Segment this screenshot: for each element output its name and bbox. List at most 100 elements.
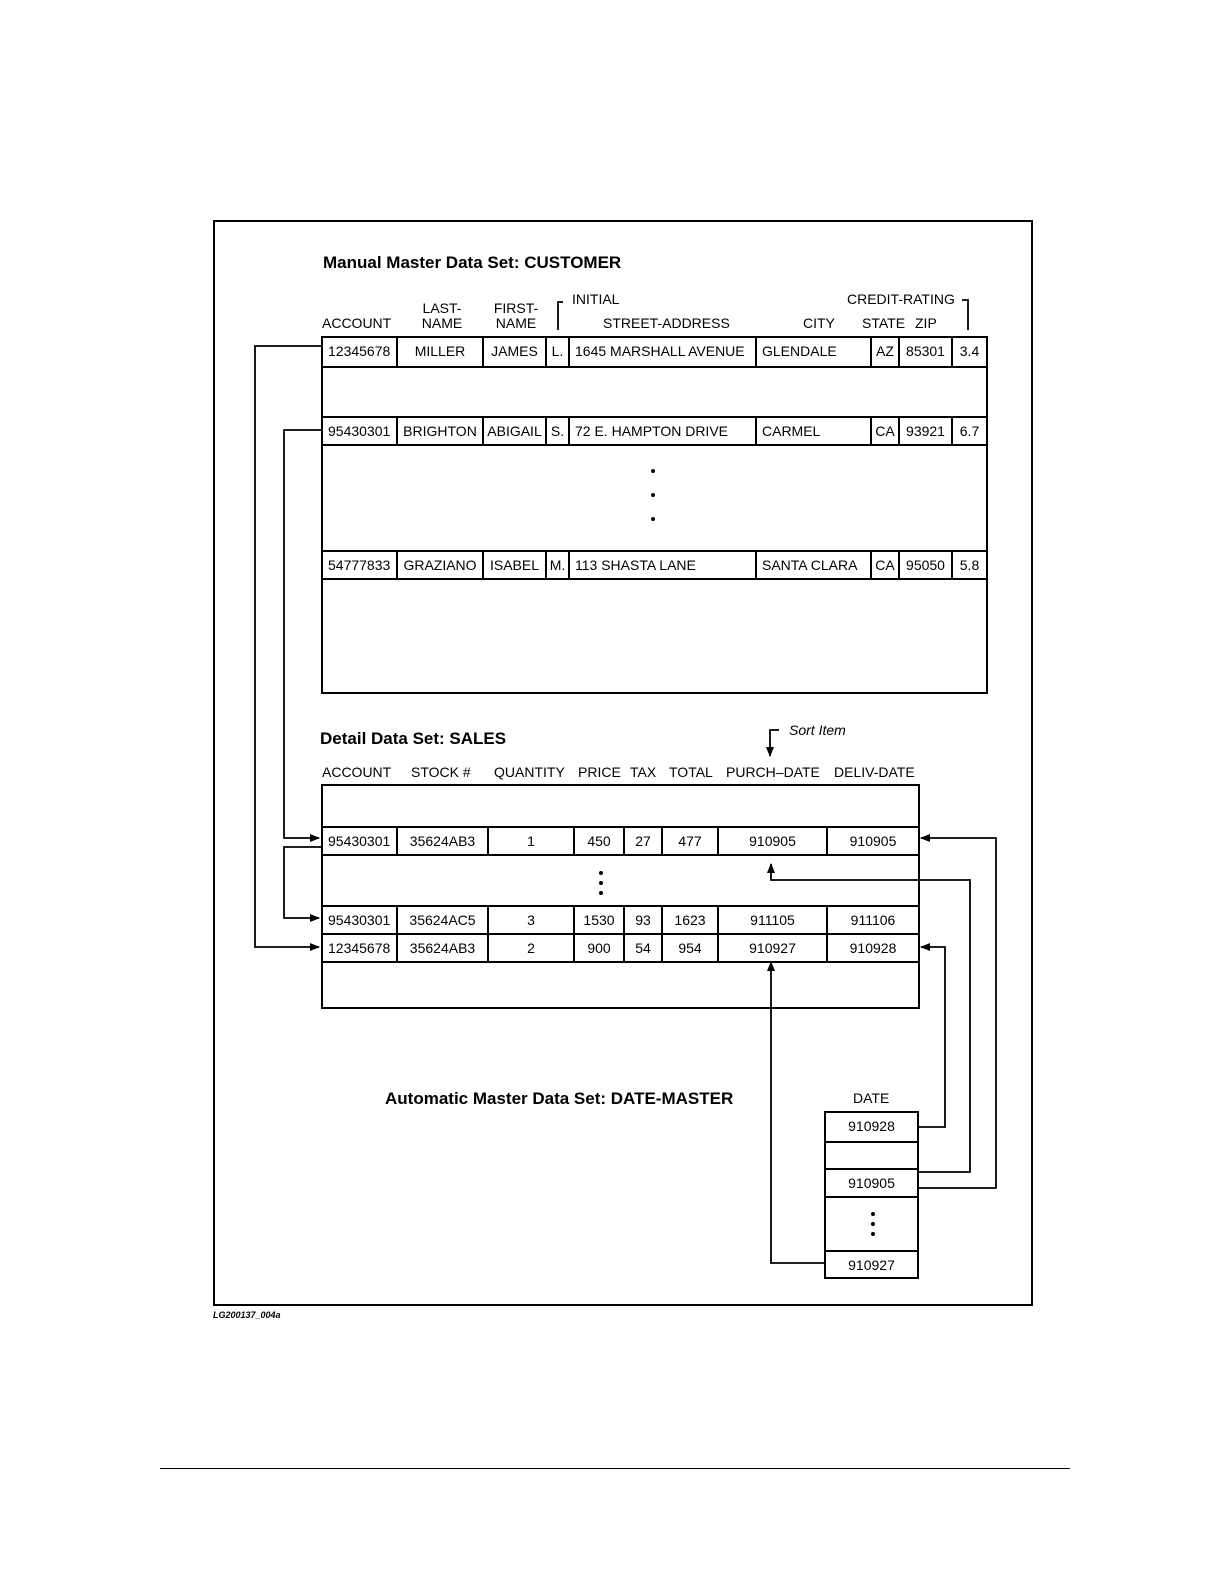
customer-credit-cell: 5.8 [959,557,980,573]
sales-price-cell: 900 [575,935,625,961]
sales-account-cell: 95430301 [323,828,398,854]
customer-account-cell: 54777833 [323,552,398,578]
ellipsis-dot [651,517,655,521]
customer-last-name-cell: GRAZIANO [398,552,484,578]
customer-first-name-cell: ISABEL [484,552,547,578]
sales-purch-date-cell: 910905 [719,828,828,854]
sales-header-purch-date: PURCH–DATE [726,764,820,780]
sales-title: Detail Data Set: SALES [320,729,507,748]
initial-bracket [557,301,563,330]
sales-account-cell: 95430301 [323,907,398,933]
ellipsis-dot [599,871,603,875]
date-master-cell: 910928 [848,1118,895,1134]
customer-city-cell: GLENDALE [757,338,872,366]
sales-purch-date-cell: 911105 [719,907,828,933]
customer-header-street: STREET-ADDRESS [603,315,730,331]
date-master-header: DATE [853,1090,890,1106]
credit-rating-bracket [962,299,969,330]
sort-item-arrow [766,729,779,757]
customer-last-name-cell: BRIGHTON [398,418,484,444]
customer-header-first-name-1: FIRST- [493,300,539,316]
customer-zip-cell: 93921 [900,418,953,444]
customer-city-cell: SANTA CLARA [757,552,872,578]
customer-street-cell: 113 SHASTA LANE [570,552,757,578]
customer-header-last-name-2: NAME [421,315,463,331]
sales-deliv-date-cell: 910928 [849,940,897,956]
sales-header-quantity: QUANTITY [494,764,565,780]
customer-zip-cell: 85301 [900,338,953,366]
sales-deliv-date-cell: 910905 [849,833,897,849]
chain-arrow [767,961,824,1264]
customer-row: 95430301 BRIGHTON ABIGAIL S. 72 E. HAMPT… [323,416,986,446]
customer-table: 12345678 MILLER JAMES L. 1645 MARSHALL A… [321,336,988,694]
customer-header-city: CITY [803,315,835,331]
customer-header-first-name-2: NAME [495,315,537,331]
customer-first-name-cell: ABIGAIL [484,418,547,444]
chain-arrow [767,863,971,1173]
customer-account-cell: 12345678 [323,338,398,366]
customer-credit-cell: 6.7 [959,423,980,439]
customer-credit-cell: 3.4 [959,343,980,359]
ellipsis-dot [599,891,603,895]
date-master-title: Automatic Master Data Set: DATE-MASTER [385,1089,734,1108]
sales-quantity-cell: 1 [489,828,575,854]
chain-arrow [919,834,997,1189]
sales-header-stock: STOCK # [411,764,471,780]
customer-header-zip: ZIP [915,315,937,331]
sales-price-cell: 1530 [575,907,625,933]
sales-total-cell: 477 [663,828,719,854]
customer-state-cell: CA [872,418,900,444]
customer-header-last-name-1: LAST- [422,300,462,316]
figure-id: LG200137_004a [213,1310,281,1320]
date-master-cell: 910905 [848,1175,895,1191]
chain-arrow [919,943,946,1128]
sales-header-total: TOTAL [669,764,713,780]
sales-row: 95430301 35624AB3 1 450 27 477 910905 91… [323,826,918,856]
customer-first-name-cell: JAMES [484,338,547,366]
sales-quantity-cell: 3 [489,907,575,933]
sales-price-cell: 450 [575,828,625,854]
sales-row: 12345678 35624AB3 2 900 54 954 910927 91… [323,933,918,963]
customer-initial-cell: L. [547,338,570,366]
chain-arrow [283,846,321,922]
customer-city-cell: CARMEL [757,418,872,444]
ellipsis-dot [871,1232,875,1236]
sales-purch-date-cell: 910927 [719,935,828,961]
sales-stock-cell: 35624AB3 [398,828,489,854]
sales-tax-cell: 27 [625,828,663,854]
sales-tax-cell: 54 [625,935,663,961]
customer-account-cell: 95430301 [323,418,398,444]
sales-header-deliv-date: DELIV-DATE [834,764,915,780]
date-master-table: 910928 910905 910927 [824,1111,919,1279]
customer-state-cell: AZ [872,338,900,366]
sales-tax-cell: 93 [625,907,663,933]
date-master-row: 910927 [826,1250,917,1279]
customer-street-cell: 72 E. HAMPTON DRIVE [570,418,757,444]
customer-header-credit: CREDIT-RATING [847,291,955,307]
ellipsis-dot [651,493,655,497]
customer-title: Manual Master Data Set: CUSTOMER [323,253,622,272]
sales-deliv-date-cell: 911106 [850,912,896,928]
sales-header-price: PRICE [578,764,621,780]
customer-initial-cell: S. [547,418,570,444]
customer-last-name-cell: MILLER [398,338,484,366]
customer-initial-cell: M. [547,552,570,578]
customer-row: 12345678 MILLER JAMES L. 1645 MARSHALL A… [323,338,986,368]
sales-header-account: ACCOUNT [322,764,392,780]
ellipsis-dot [871,1212,875,1216]
customer-row: 54777833 GRAZIANO ISABEL M. 113 SHASTA L… [323,550,986,580]
customer-header-account: ACCOUNT [322,315,392,331]
sales-stock-cell: 35624AC5 [398,907,489,933]
sales-stock-cell: 35624AB3 [398,935,489,961]
sales-account-cell: 12345678 [323,935,398,961]
chain-arrow [283,429,321,842]
date-master-cell: 910927 [848,1257,895,1273]
sales-table: 95430301 35624AB3 1 450 27 477 910905 91… [321,784,920,1009]
date-master-row: 910905 [826,1168,917,1198]
customer-header-initial: INITIAL [572,291,620,307]
date-master-row: 910928 [826,1113,917,1143]
chain-arrow [254,345,321,951]
ellipsis-dot [651,469,655,473]
customer-state-cell: CA [872,552,900,578]
